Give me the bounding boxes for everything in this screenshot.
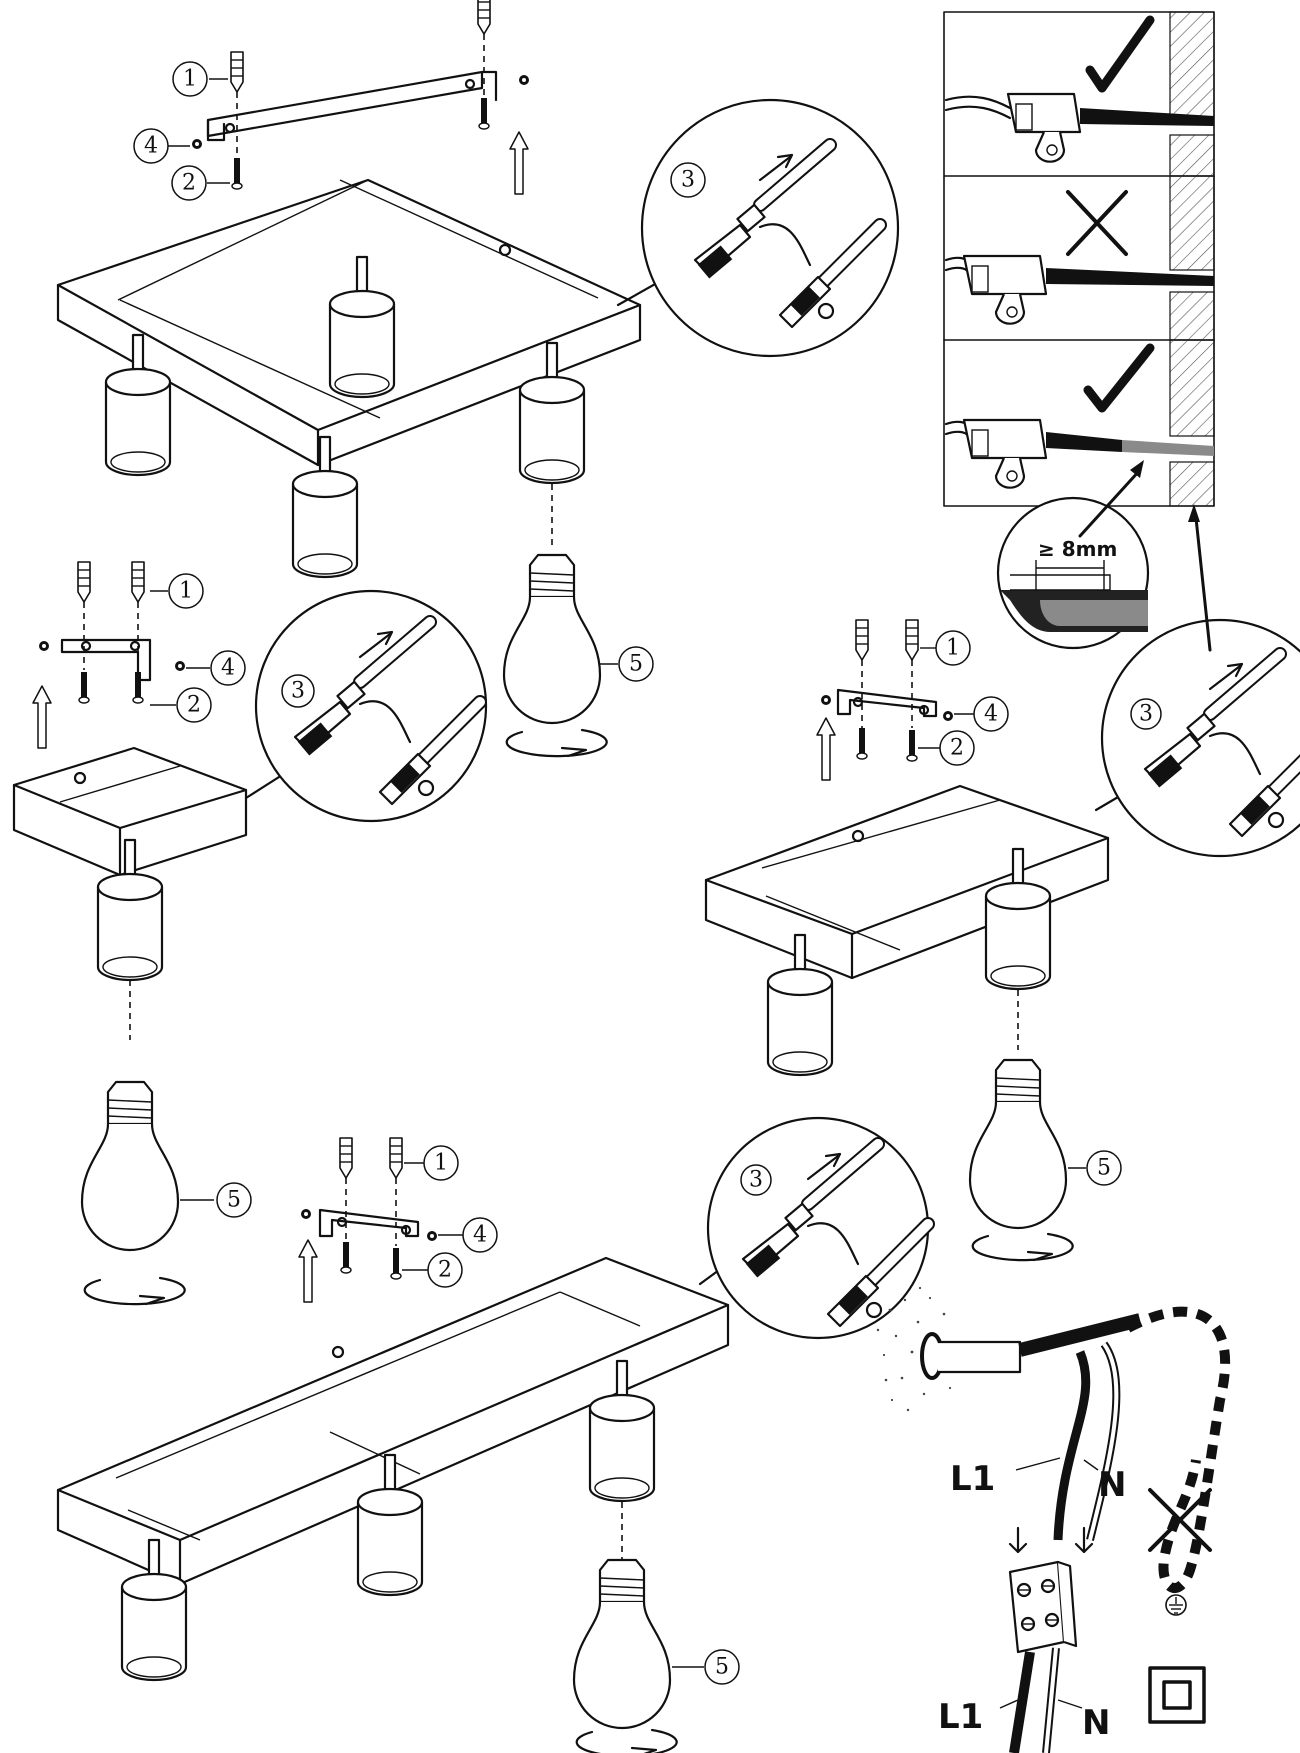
connector-detail-double: 3: [1100, 618, 1300, 858]
callout-label: 5: [629, 652, 643, 677]
mounting-bracket-triple: [318, 1208, 420, 1238]
insulation-strip-panels: ≥ 8mm: [943, 11, 1215, 652]
callout-connector-single: 3: [281, 674, 315, 708]
callout-label: 3: [1139, 702, 1153, 727]
callout-nut-triple: 4: [438, 1217, 498, 1253]
double-insulation-icon: [1148, 1666, 1206, 1724]
base-plate-triple: [56, 1256, 730, 1586]
connector-detail-single: 3: [254, 589, 488, 823]
quad-fixture: 1 4 2 5: [56, 0, 900, 758]
live-label-bottom: L1: [938, 1697, 983, 1737]
callout-screw-single: 2: [150, 687, 212, 723]
neutral-label-top: N: [1098, 1465, 1126, 1505]
terminal-block: [1008, 1560, 1078, 1654]
callout-label: 3: [681, 168, 695, 193]
connector-detail-quad: 3: [640, 98, 900, 358]
wiring-diagram: L1 N L1 N: [876, 1286, 1231, 1753]
mounting-bracket-double: [836, 688, 938, 718]
callout-bulb-single: 5: [180, 1182, 252, 1218]
panel-correct-2: [944, 343, 1214, 489]
strip-length-label: ≥ 8mm: [1038, 537, 1117, 561]
callout-anchor-triple: 1: [404, 1145, 459, 1181]
callout-connector-quad: 3: [670, 162, 706, 198]
earth-symbol-icon: [1165, 1594, 1187, 1616]
callout-label: 3: [749, 1168, 763, 1193]
callout-label: 3: [291, 679, 305, 704]
callout-label: 2: [950, 736, 964, 761]
callout-label: 1: [183, 67, 197, 92]
mounting-bracket-quad: [206, 70, 498, 142]
callout-label: 1: [179, 579, 193, 604]
callout-anchor-double: 1: [920, 630, 971, 666]
callout-nut-quad: 4: [133, 128, 190, 164]
callout-connector-triple: 3: [740, 1164, 772, 1196]
panel-correct-1: [944, 15, 1214, 163]
callout-bulb-triple: 5: [672, 1649, 740, 1685]
live-wire: [1053, 1350, 1091, 1541]
single-fixture: 1 4 2 5: [12, 561, 488, 1306]
callout-label: 4: [221, 656, 235, 681]
callout-bulb-double: 5: [1068, 1150, 1122, 1186]
callout-label: 4: [473, 1223, 487, 1248]
live-label-top: L1: [950, 1459, 995, 1499]
callout-label: 4: [144, 134, 158, 159]
base-plate-double: [704, 784, 1110, 980]
double-fixture: 1 4 2 5: [704, 618, 1300, 1262]
callout-label: 2: [187, 693, 201, 718]
callout-screw-double: 2: [918, 730, 975, 766]
callout-label: 4: [984, 702, 998, 727]
callout-anchor-single: 1: [150, 573, 204, 609]
callout-label: 1: [434, 1151, 448, 1176]
callout-bulb-quad: 5: [600, 646, 654, 682]
callout-label: 5: [1097, 1156, 1111, 1181]
callout-label: 5: [227, 1188, 241, 1213]
earth-wire: [1125, 1306, 1231, 1594]
callout-anchor-quad: 1: [172, 61, 228, 97]
panel-incorrect: [944, 190, 1214, 325]
callout-connector-double: 3: [1130, 698, 1162, 730]
callout-label: 2: [438, 1258, 452, 1283]
callout-label: 1: [946, 636, 960, 661]
neutral-label-bottom: N: [1082, 1703, 1110, 1743]
callout-label: 5: [715, 1655, 729, 1680]
callout-nut-single: 4: [186, 650, 246, 686]
callout-label: 2: [182, 171, 196, 196]
connector-detail-triple: 3: [706, 1116, 928, 1340]
triple-fixture: 1 4 2 5: [56, 1116, 928, 1753]
strip-length-detail: ≥ 8mm: [996, 496, 1150, 650]
callout-nut-double: 4: [954, 696, 1009, 732]
callout-screw-triple: 2: [402, 1252, 463, 1288]
neutral-wire: [1088, 1342, 1119, 1541]
callout-screw-quad: 2: [171, 165, 230, 201]
